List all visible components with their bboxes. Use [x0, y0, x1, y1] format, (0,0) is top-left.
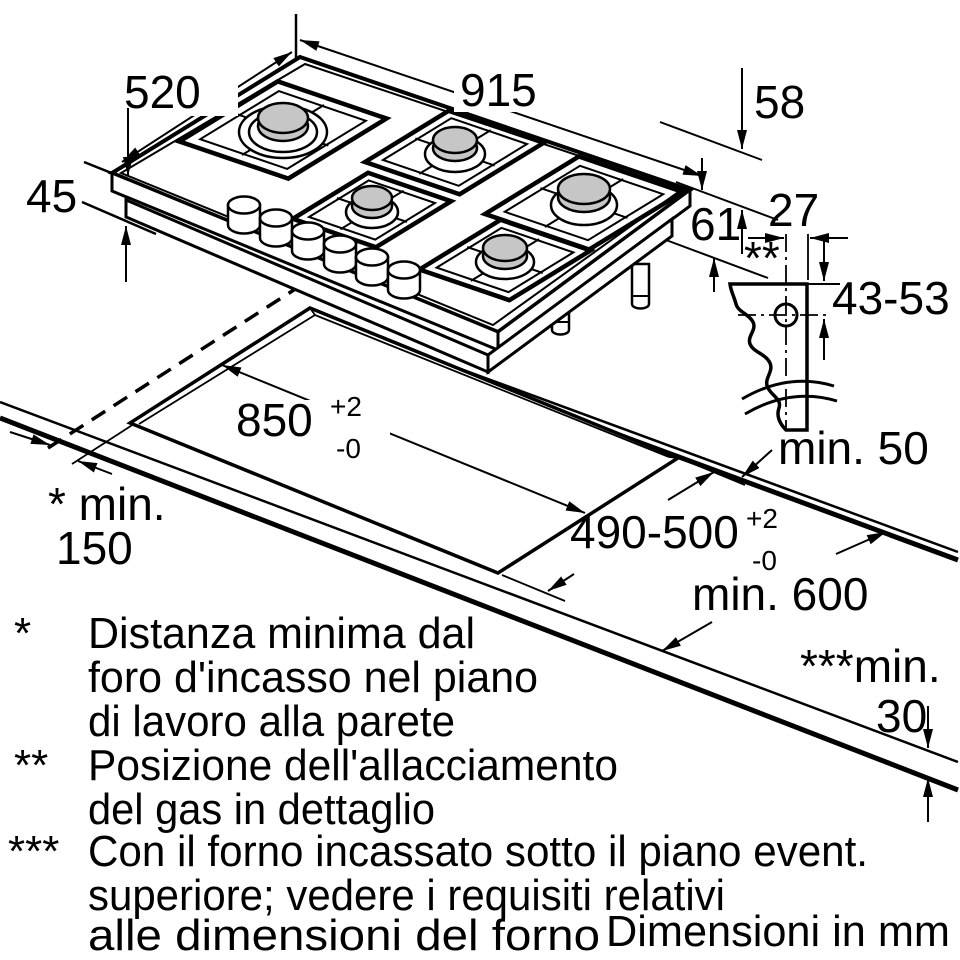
min600-arrow-front [661, 621, 713, 652]
footnotes: * Distanza minima dal foro d'incasso nel… [8, 609, 950, 960]
burner-cap-top [350, 184, 394, 212]
dim-520-mask [118, 70, 238, 116]
side-wall-dashed-line [47, 284, 301, 450]
footnote1-line1: Distanza minima dal [88, 609, 475, 658]
control-knobs [226, 195, 422, 300]
footnote3-marker: *** [8, 827, 59, 876]
worktop-front-top-edge [0, 400, 959, 764]
dim-915-mask [454, 68, 572, 112]
dimension-61: 61 [665, 158, 769, 292]
dimension-cutout-depth-490-500: 490-500 +2 -0 [501, 458, 778, 602]
min30-label: ***min. [800, 640, 941, 692]
knob [354, 247, 390, 287]
dim-850-tol-minus: -0 [336, 433, 361, 464]
footnote1-line2: foro d'incasso nel piano [88, 653, 538, 702]
ext-line-490-bottom [501, 574, 566, 602]
footnote3-line2: superiore; vedere i requisiti relativi [88, 871, 725, 920]
dimension-front-rail-min30: ***min. 30 [800, 640, 941, 822]
dim-850-mask [230, 400, 390, 462]
dim-490-value: 490-500 [570, 506, 739, 558]
hob-right-edge-band [496, 187, 692, 351]
min150-arrow-left [9, 431, 51, 446]
gas-connection-detail: 27 ** 43-53 [728, 184, 950, 432]
footnote1-line3: di lavoro alla parete [88, 697, 455, 746]
worktop-front-bottom-edge [0, 415, 959, 793]
knob [226, 195, 262, 235]
dim-arrow-490-lower [547, 573, 575, 592]
units-note: Dimensioni in mm [606, 907, 950, 956]
dim-58-ext-lines [659, 121, 779, 221]
footnote3-line1: Con il forno incassato sotto il piano ev… [88, 827, 868, 876]
dim-850-tol-plus: +2 [330, 391, 362, 422]
dim-490-tol-plus: +2 [746, 503, 778, 534]
footnote2-line1: Posizione dell'allacciamento [88, 741, 618, 790]
burner-cap-top [481, 233, 529, 263]
dim-arrow-490-upper [667, 471, 715, 501]
dim-490-tol-minus: -0 [752, 545, 777, 576]
dim-4353-value: 43-53 [832, 272, 950, 324]
dim-915-value: 915 [460, 64, 537, 116]
min600-label: min. 600 [692, 568, 868, 620]
knob [322, 234, 358, 274]
burner-mid-left [287, 170, 457, 250]
dimension-hob: 520 915 45 58 61 [26, 14, 805, 292]
footnote1-marker: * [14, 609, 31, 658]
dim-850-value: 850 [236, 394, 313, 446]
dimension-side-clearance-min150: * min. 150 [9, 431, 166, 574]
dimension-worktop-depth-min600: min. 600 [661, 531, 887, 652]
dim-61-value: 61 [690, 198, 741, 250]
min600-arrow-back [835, 531, 887, 555]
footnote3-line3: alle dimensioni del forno [88, 911, 600, 960]
dim-45-value: 45 [26, 170, 77, 222]
burner-front-center [414, 217, 596, 303]
min150-value: 150 [56, 522, 133, 574]
cutout-extension-line-left [71, 419, 141, 465]
burner-cap-top [431, 125, 479, 155]
dimension-58: 58 [659, 68, 805, 254]
dim-58-value: 58 [754, 76, 805, 128]
dimension-27: 27 [748, 184, 848, 243]
dimension-45: 45 [26, 108, 157, 282]
burner-cap-top [256, 101, 310, 135]
footnote2-marker: ** [14, 741, 48, 790]
min50-arrow [741, 449, 773, 478]
knob [386, 260, 422, 300]
knob [258, 208, 294, 248]
break-line-1 [741, 379, 835, 401]
knob [290, 221, 326, 261]
burner-cap-top [556, 172, 612, 206]
min150-arrow-right [77, 460, 113, 475]
dimension-cutout-width-850: 850 +2 -0 [221, 364, 586, 514]
burner-right [479, 154, 689, 252]
dimension-43-53: 43-53 [806, 240, 950, 360]
dim-45-ticks [81, 160, 157, 236]
min150-label: * min. [48, 478, 166, 530]
dim-520-value: 520 [124, 66, 201, 118]
footnote2-line2: del gas in dettaglio [88, 785, 435, 834]
cutout-corner-notches [309, 307, 679, 459]
hob-leg-right [630, 262, 651, 310]
dim-line-850 [221, 364, 586, 514]
hob-body-right [486, 216, 674, 375]
min30-value: 30 [876, 690, 927, 742]
gas-detail-marker: ** [744, 232, 780, 284]
break-line-2 [744, 394, 838, 416]
dim-27-value: 27 [768, 184, 819, 236]
